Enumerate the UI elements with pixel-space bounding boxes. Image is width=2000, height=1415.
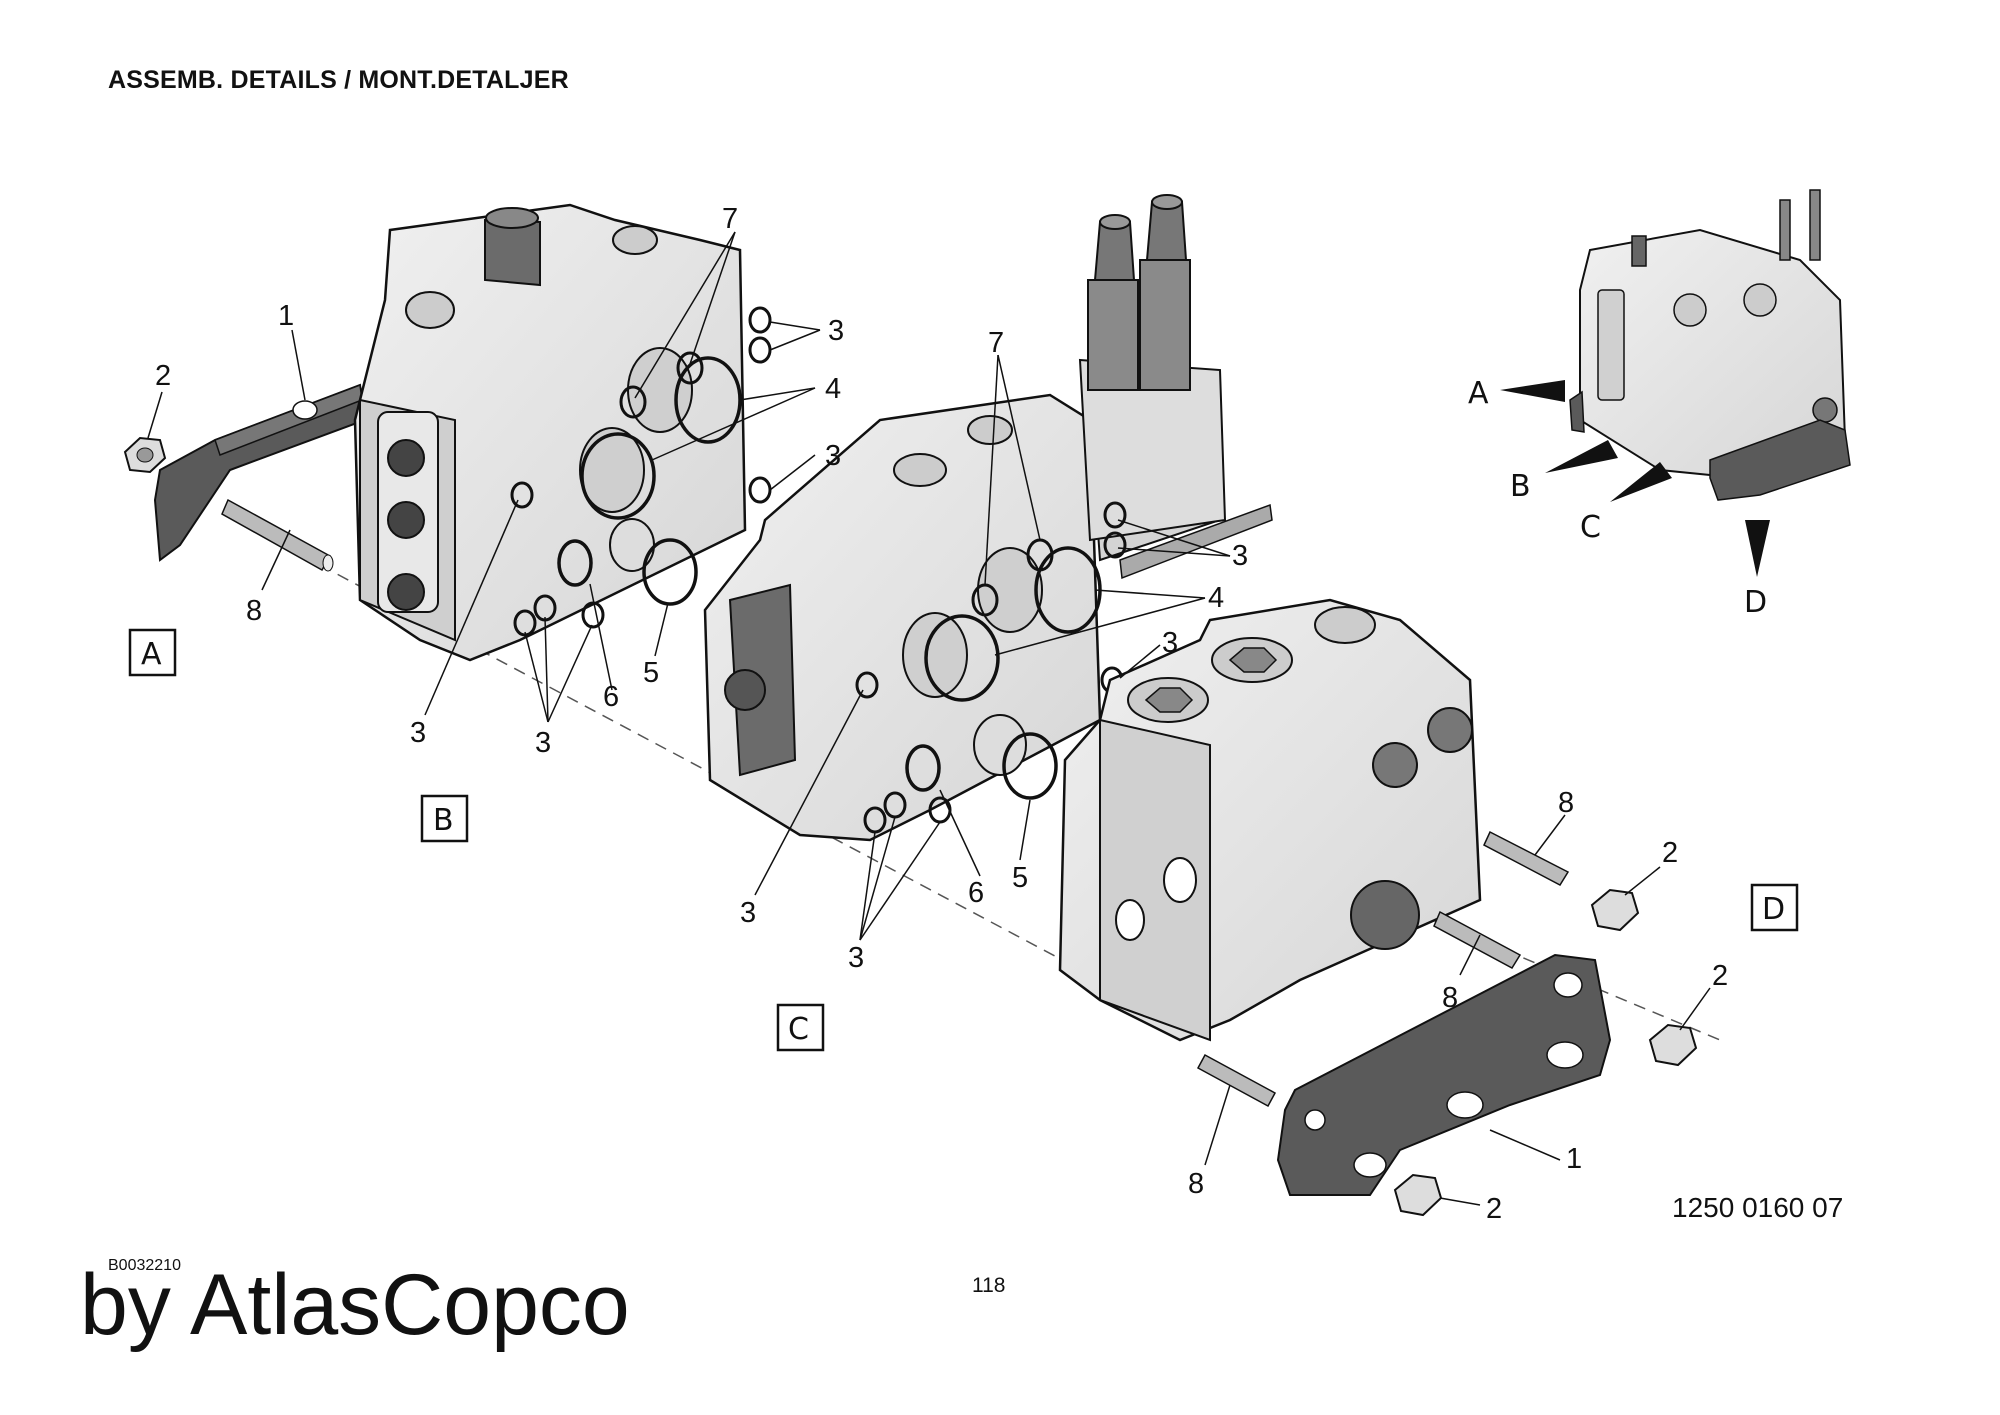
document-id: B0032210 bbox=[108, 1257, 181, 1274]
svg-text:D: D bbox=[1762, 892, 1785, 927]
callout-3-c-top: 3 bbox=[1232, 540, 1248, 572]
callout-3-b-left: 3 bbox=[410, 717, 426, 749]
callout-3-b-right: 3 bbox=[825, 440, 841, 472]
callout-3-b-bottom: 3 bbox=[535, 727, 551, 759]
overview-assembly bbox=[1569, 189, 1851, 501]
callout-8-d-mid: 8 bbox=[1442, 982, 1458, 1014]
nut-left bbox=[123, 436, 167, 474]
callout-2-d-mid: 2 bbox=[1712, 960, 1728, 992]
overview-labels: A B C D bbox=[1468, 376, 1767, 620]
callout-8-d-top: 8 bbox=[1558, 787, 1574, 819]
callout-7-b: 7 bbox=[722, 203, 738, 235]
bracket-right bbox=[1276, 953, 1612, 1196]
section-box-d: D bbox=[1750, 883, 1799, 932]
callout-3-c-right: 3 bbox=[1162, 627, 1178, 659]
callout-1-left: 1 bbox=[278, 300, 294, 332]
valve-section-b bbox=[353, 203, 747, 662]
valve-section-c bbox=[703, 194, 1273, 842]
callout-6-b: 6 bbox=[603, 681, 619, 713]
section-box-b: B bbox=[420, 794, 469, 843]
callout-1-right: 1 bbox=[1566, 1143, 1582, 1175]
svg-text:B: B bbox=[433, 803, 454, 838]
overview-label-d: D bbox=[1744, 585, 1767, 620]
callout-6-c: 6 bbox=[968, 877, 984, 909]
callout-2-d-top: 2 bbox=[1662, 837, 1678, 869]
leader-lines bbox=[147, 231, 1711, 1206]
section-box-a: A bbox=[128, 628, 177, 677]
stud-left bbox=[221, 498, 334, 572]
section-box-c: C bbox=[776, 1003, 825, 1052]
overview-label-c: C bbox=[1580, 510, 1601, 545]
callout-3-c-left: 3 bbox=[740, 897, 756, 929]
callout-4-b: 4 bbox=[825, 373, 841, 405]
seals-section-b bbox=[510, 306, 772, 637]
svg-text:C: C bbox=[788, 1012, 809, 1047]
callout-5-b: 5 bbox=[643, 657, 659, 689]
callout-8-d-bottom: 8 bbox=[1188, 1168, 1204, 1200]
callout-2-left: 2 bbox=[155, 360, 171, 392]
end-section-d bbox=[1058, 598, 1482, 1042]
page-number: 118 bbox=[972, 1274, 1006, 1297]
svg-text:A: A bbox=[141, 637, 162, 672]
callout-8-left: 8 bbox=[246, 595, 262, 627]
overview-arrows bbox=[1500, 380, 1770, 577]
callout-5-c: 5 bbox=[1012, 862, 1028, 894]
callout-3-b-top: 3 bbox=[828, 315, 844, 347]
callout-3-c-bottom: 3 bbox=[848, 942, 864, 974]
overview-label-b: B bbox=[1510, 469, 1531, 504]
drawing-number: 1250 0160 07 bbox=[1672, 1192, 1844, 1223]
brand-watermark: by AtlasCopco bbox=[80, 1257, 630, 1353]
callout-4-c: 4 bbox=[1208, 582, 1224, 614]
callout-labels: 1 2 8 7 3 3 4 3 3 3 6 5 7 3 4 3 3 3 6 5 … bbox=[155, 203, 1728, 1225]
page-title: ASSEMB. DETAILS / MONT.DETALJER bbox=[108, 66, 569, 94]
callout-2-d-bottom: 2 bbox=[1486, 1193, 1502, 1225]
nuts-right bbox=[1393, 888, 1698, 1217]
overview-label-a: A bbox=[1468, 376, 1489, 411]
callout-7-c: 7 bbox=[988, 327, 1004, 359]
